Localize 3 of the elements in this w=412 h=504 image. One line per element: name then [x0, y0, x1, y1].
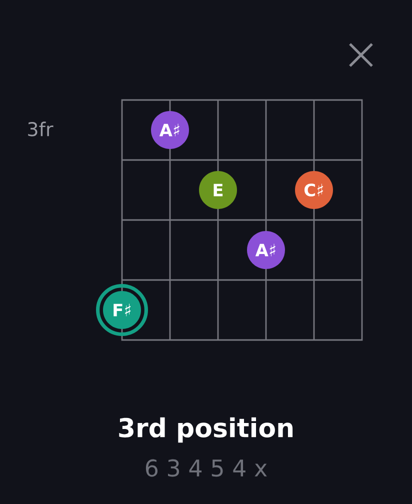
fingering-text: 6 3 4 5 4 x — [146, 459, 267, 477]
fret-number: 3fr — [28, 122, 54, 136]
title: 3rd position — [119, 417, 293, 443]
